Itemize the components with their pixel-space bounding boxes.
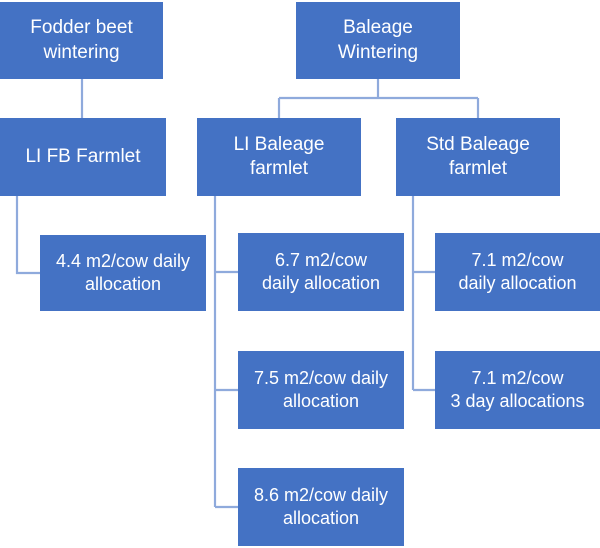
node-baleage-wintering[interactable]: Baleage Wintering (296, 2, 460, 79)
node-label: Baleage Wintering (337, 17, 419, 63)
node-fodder-beet-wintering[interactable]: Fodder beet wintering (0, 2, 163, 79)
node-li-baleage-farmlet[interactable]: LI Baleage farmlet (197, 118, 361, 196)
node-alloc-7-1-daily[interactable]: 7.1 m2/cow daily allocation (435, 233, 600, 311)
node-label: 7.1 m2/cow 3 day allocations (450, 367, 585, 411)
node-label: Std Baleage farmlet (426, 133, 530, 179)
node-label: LI Baleage farmlet (233, 133, 325, 179)
node-label: 6.7 m2/cow daily allocation (261, 249, 381, 293)
node-alloc-4-4[interactable]: 4.4 m2/cow daily allocation (40, 235, 206, 311)
node-alloc-8-6[interactable]: 8.6 m2/cow daily allocation (238, 468, 404, 546)
node-label: LI FB Farmlet (25, 145, 141, 167)
node-alloc-7-5[interactable]: 7.5 m2/cow daily allocation (238, 351, 404, 429)
node-alloc-7-1-3day[interactable]: 7.1 m2/cow 3 day allocations (435, 351, 600, 429)
node-std-baleage-farmlet[interactable]: Std Baleage farmlet (396, 118, 560, 196)
node-label: 8.6 m2/cow daily allocation (253, 484, 389, 528)
connector-li-fb-to-4-4 (15, 196, 40, 275)
node-label: Fodder beet wintering (30, 17, 133, 63)
node-alloc-6-7[interactable]: 6.7 m2/cow daily allocation (238, 233, 404, 311)
node-label: 4.4 m2/cow daily allocation (55, 250, 191, 294)
node-label: 7.5 m2/cow daily allocation (253, 367, 389, 411)
node-label: 7.1 m2/cow daily allocation (458, 249, 577, 293)
node-li-fb-farmlet[interactable]: LI FB Farmlet (0, 118, 166, 196)
